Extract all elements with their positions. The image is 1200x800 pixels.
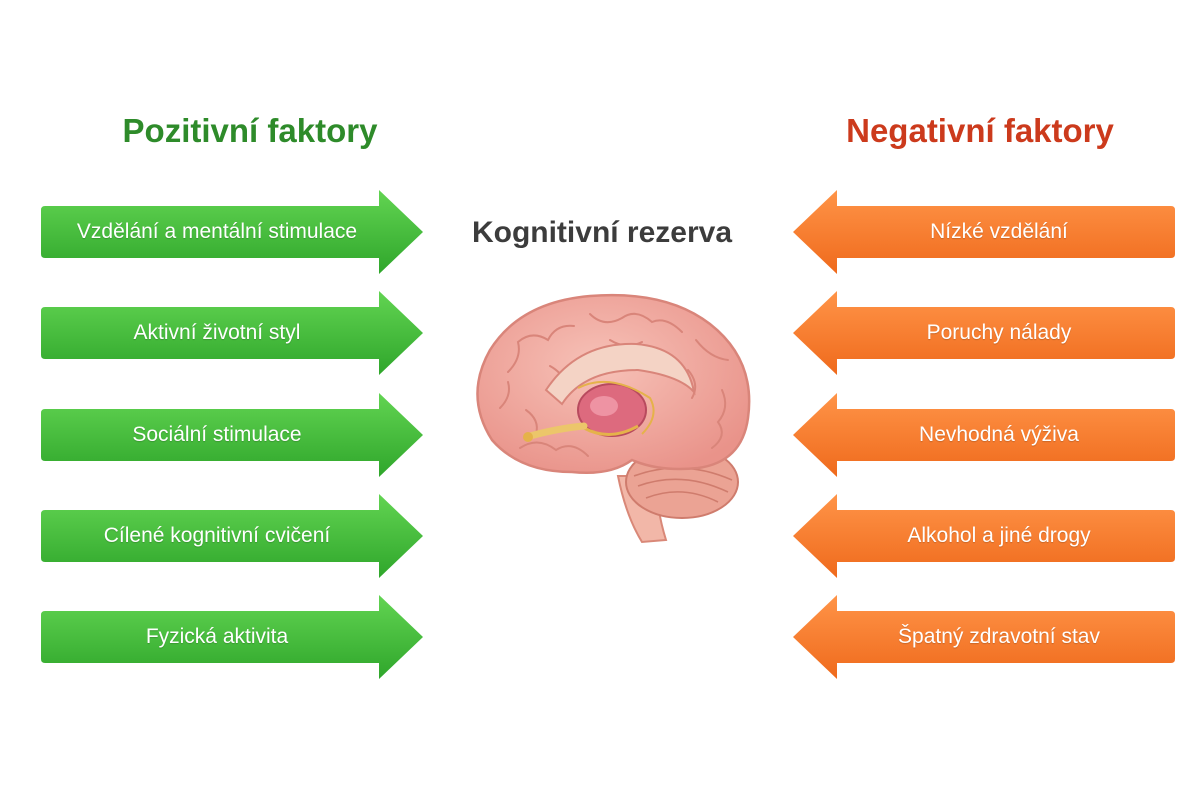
- center-title: Kognitivní rezerva: [471, 216, 733, 249]
- negative-factors-heading: Negativní faktory: [846, 112, 1114, 149]
- arrow-left-icon: [793, 494, 1175, 578]
- negative-factor-label: Alkohol a jiné drogy: [907, 524, 1091, 547]
- arrow-left-icon: [793, 291, 1175, 375]
- negative-factor-arrow: Poruchy nálady: [793, 291, 1175, 375]
- arrow-right-icon: [41, 393, 423, 477]
- arrow-right-icon: [41, 190, 423, 274]
- positive-factor-label: Fyzická aktivita: [145, 625, 289, 648]
- arrow-left-icon: [793, 595, 1175, 679]
- negative-factor-arrow: Špatný zdravotní stav: [793, 595, 1175, 679]
- positive-factor-label: Vzdělání a mentální stimulace: [76, 220, 358, 243]
- negative-factor-label: Nízké vzdělání: [930, 220, 1068, 243]
- positive-factors-heading: Pozitivní faktory: [122, 112, 378, 149]
- negative-factor-arrow: Alkohol a jiné drogy: [793, 494, 1175, 578]
- arrow-left-icon: [793, 393, 1175, 477]
- arrow-right-icon: [41, 595, 423, 679]
- positive-factor-arrow: Aktivní životní styl: [41, 291, 423, 375]
- negative-factor-arrow: Nízké vzdělání: [793, 190, 1175, 274]
- positive-factor-label: Sociální stimulace: [132, 423, 302, 446]
- arrow-right-icon: [41, 291, 423, 375]
- positive-factor-label: Aktivní životní styl: [133, 321, 301, 344]
- positive-factor-arrow: Cílené kognitivní cvičení: [41, 494, 423, 578]
- positive-factor-label: Cílené kognitivní cvičení: [103, 524, 331, 547]
- positive-factor-arrow: Sociální stimulace: [41, 393, 423, 477]
- arrow-right-icon: [41, 494, 423, 578]
- negative-factor-label: Špatný zdravotní stav: [898, 625, 1100, 648]
- arrow-left-icon: [793, 190, 1175, 274]
- positive-factor-arrow: Vzdělání a mentální stimulace: [41, 190, 423, 274]
- negative-factor-arrow: Nevhodná výživa: [793, 393, 1175, 477]
- negative-factor-label: Nevhodná výživa: [919, 423, 1079, 446]
- positive-factor-arrow: Fyzická aktivita: [41, 595, 423, 679]
- negative-factor-label: Poruchy nálady: [926, 321, 1072, 344]
- brain-icon: [476, 293, 751, 544]
